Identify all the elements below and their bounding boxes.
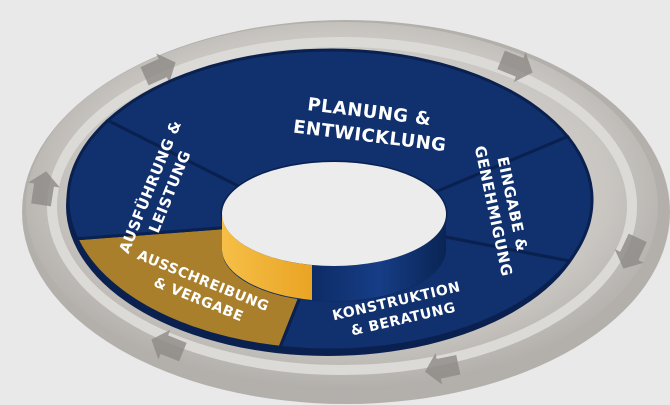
center-hole — [222, 162, 447, 302]
cycle-arrows — [28, 50, 647, 385]
cycle-arrow-icon — [28, 171, 60, 207]
cycle-arrow-icon — [497, 50, 533, 83]
cycle-arrow-icon — [151, 329, 187, 362]
cycle-arrow-icon — [425, 353, 461, 385]
inner-wall-navy — [312, 214, 447, 302]
cycle-arrow-icon — [614, 233, 647, 269]
cycle-arrow-icon — [140, 53, 176, 86]
inner-wall-gold — [222, 214, 312, 300]
